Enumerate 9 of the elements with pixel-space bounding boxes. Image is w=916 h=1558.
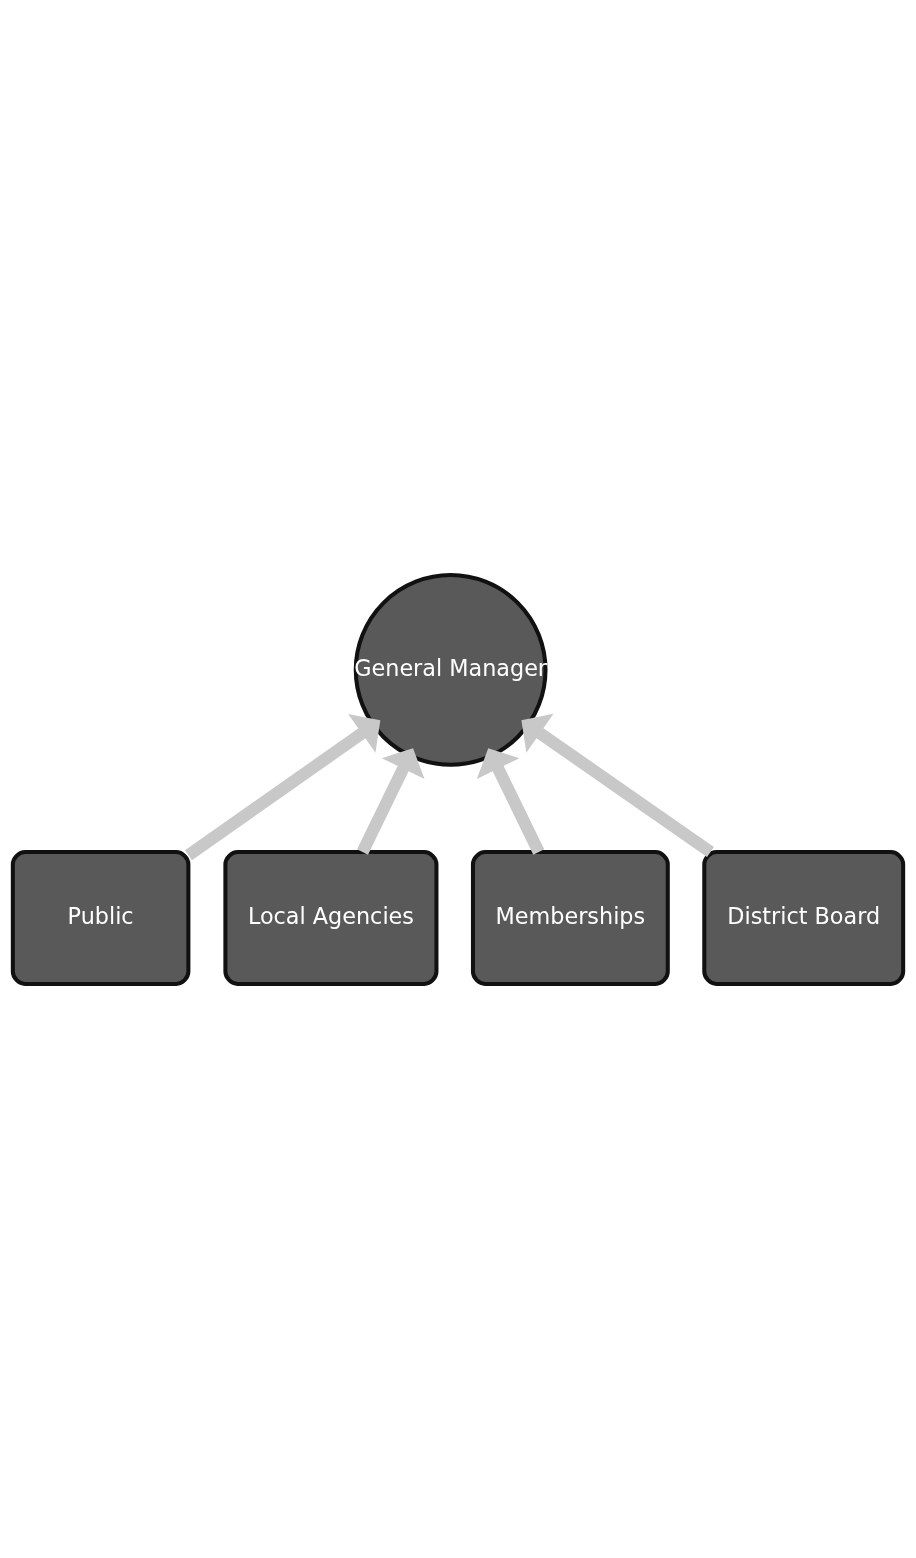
- node-box: Public: [10, 849, 191, 986]
- node-box: Local Agencies: [223, 849, 439, 986]
- arrow: [184, 713, 381, 860]
- node-circle: General Manager: [353, 572, 548, 767]
- arrow: [476, 747, 545, 855]
- node-box: District Board: [702, 849, 906, 986]
- arrow: [521, 713, 714, 857]
- arrow: [357, 747, 425, 855]
- node-box: Memberships: [470, 849, 670, 986]
